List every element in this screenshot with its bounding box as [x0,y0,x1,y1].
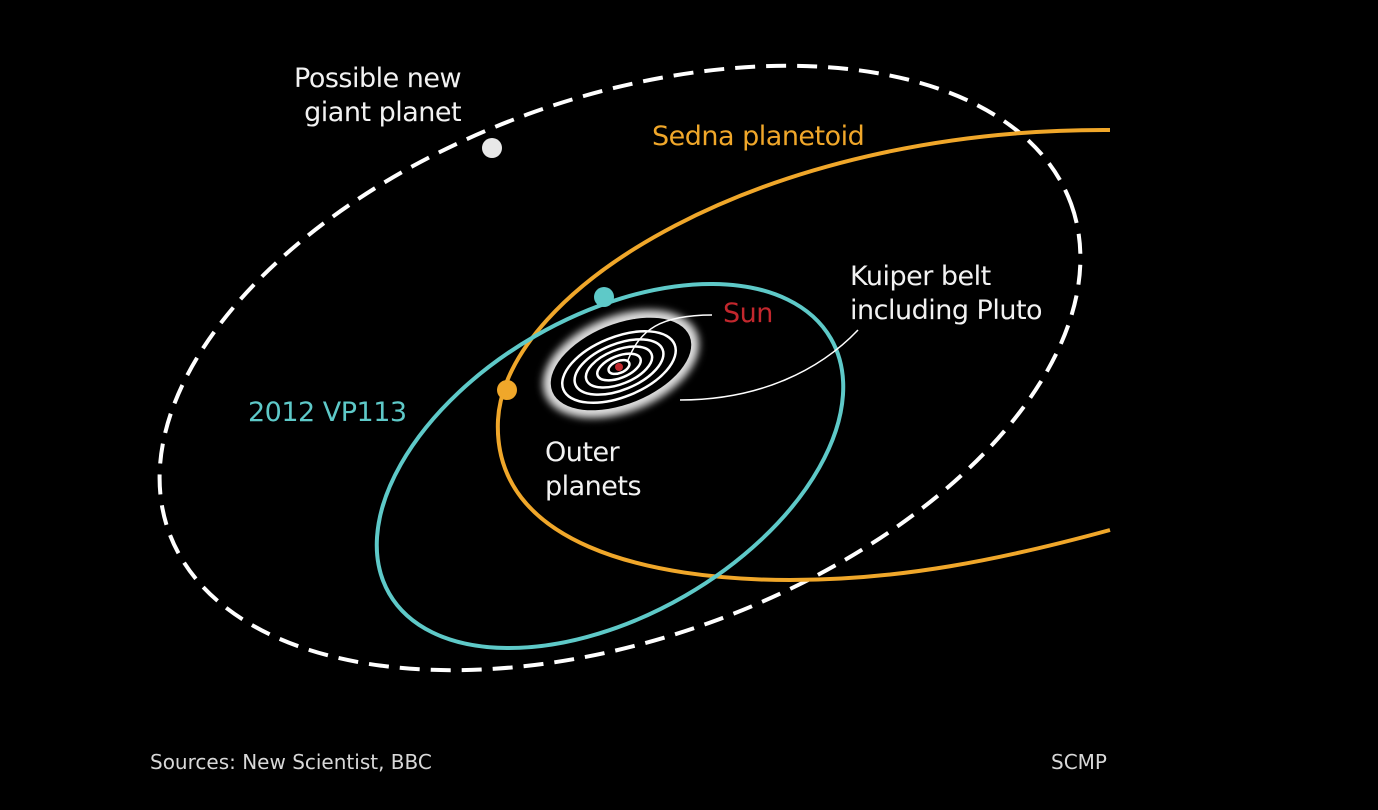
vp113-dot [594,287,614,307]
sources-text: Sources: New Scientist, BBC [150,750,432,774]
sun-dot [615,363,623,371]
sun-pointer [627,314,713,361]
giant-planet-label: Possible new giant planet [294,63,462,128]
giant-planet-orbit [157,63,1083,673]
kuiper-pointer [679,329,859,401]
credit-text: SCMP [1051,750,1107,774]
vp113-orbit [374,281,846,651]
sedna-dot [497,380,517,400]
giant-planet-dot [482,138,502,158]
sedna-orbit [495,127,1111,583]
sedna-label: Sedna planetoid [652,121,865,152]
kuiper-label: Kuiper belt including Pluto [850,261,1043,326]
outer-planet-orbits [560,329,678,405]
sun-label: Sun [723,298,773,329]
outer-planets-label: Outer planets [545,437,642,502]
vp113-label: 2012 VP113 [248,397,407,428]
